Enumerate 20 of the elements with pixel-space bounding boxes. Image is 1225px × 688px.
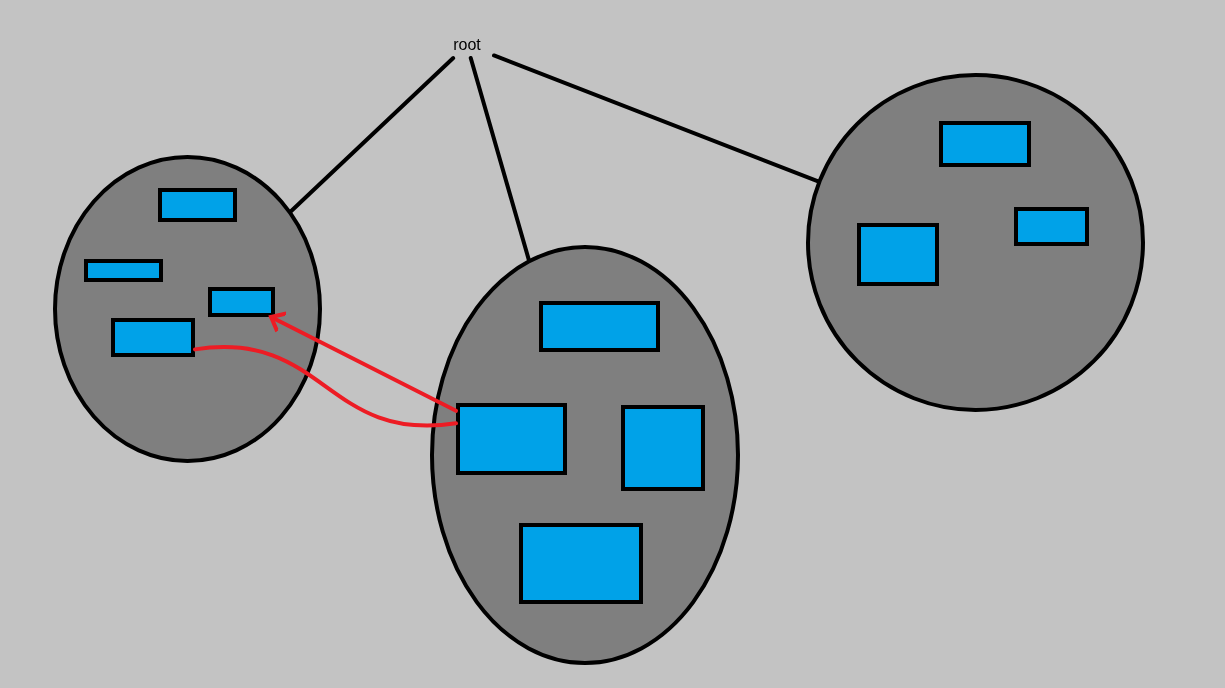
box — [857, 223, 939, 286]
connector-line — [289, 56, 456, 213]
ellipse — [430, 245, 740, 665]
box — [539, 301, 660, 352]
box — [158, 188, 237, 222]
connector-line — [193, 345, 458, 428]
connector-line — [468, 56, 531, 262]
ellipse — [53, 155, 322, 463]
box — [208, 287, 275, 317]
box — [111, 318, 195, 357]
box — [519, 523, 643, 604]
box — [621, 405, 705, 491]
arrow — [269, 311, 458, 413]
connector-line — [492, 53, 820, 184]
box — [456, 403, 567, 475]
node-label: root — [440, 32, 494, 58]
ellipse — [806, 73, 1145, 412]
box — [939, 121, 1031, 167]
box — [1014, 207, 1089, 246]
box — [84, 259, 163, 282]
